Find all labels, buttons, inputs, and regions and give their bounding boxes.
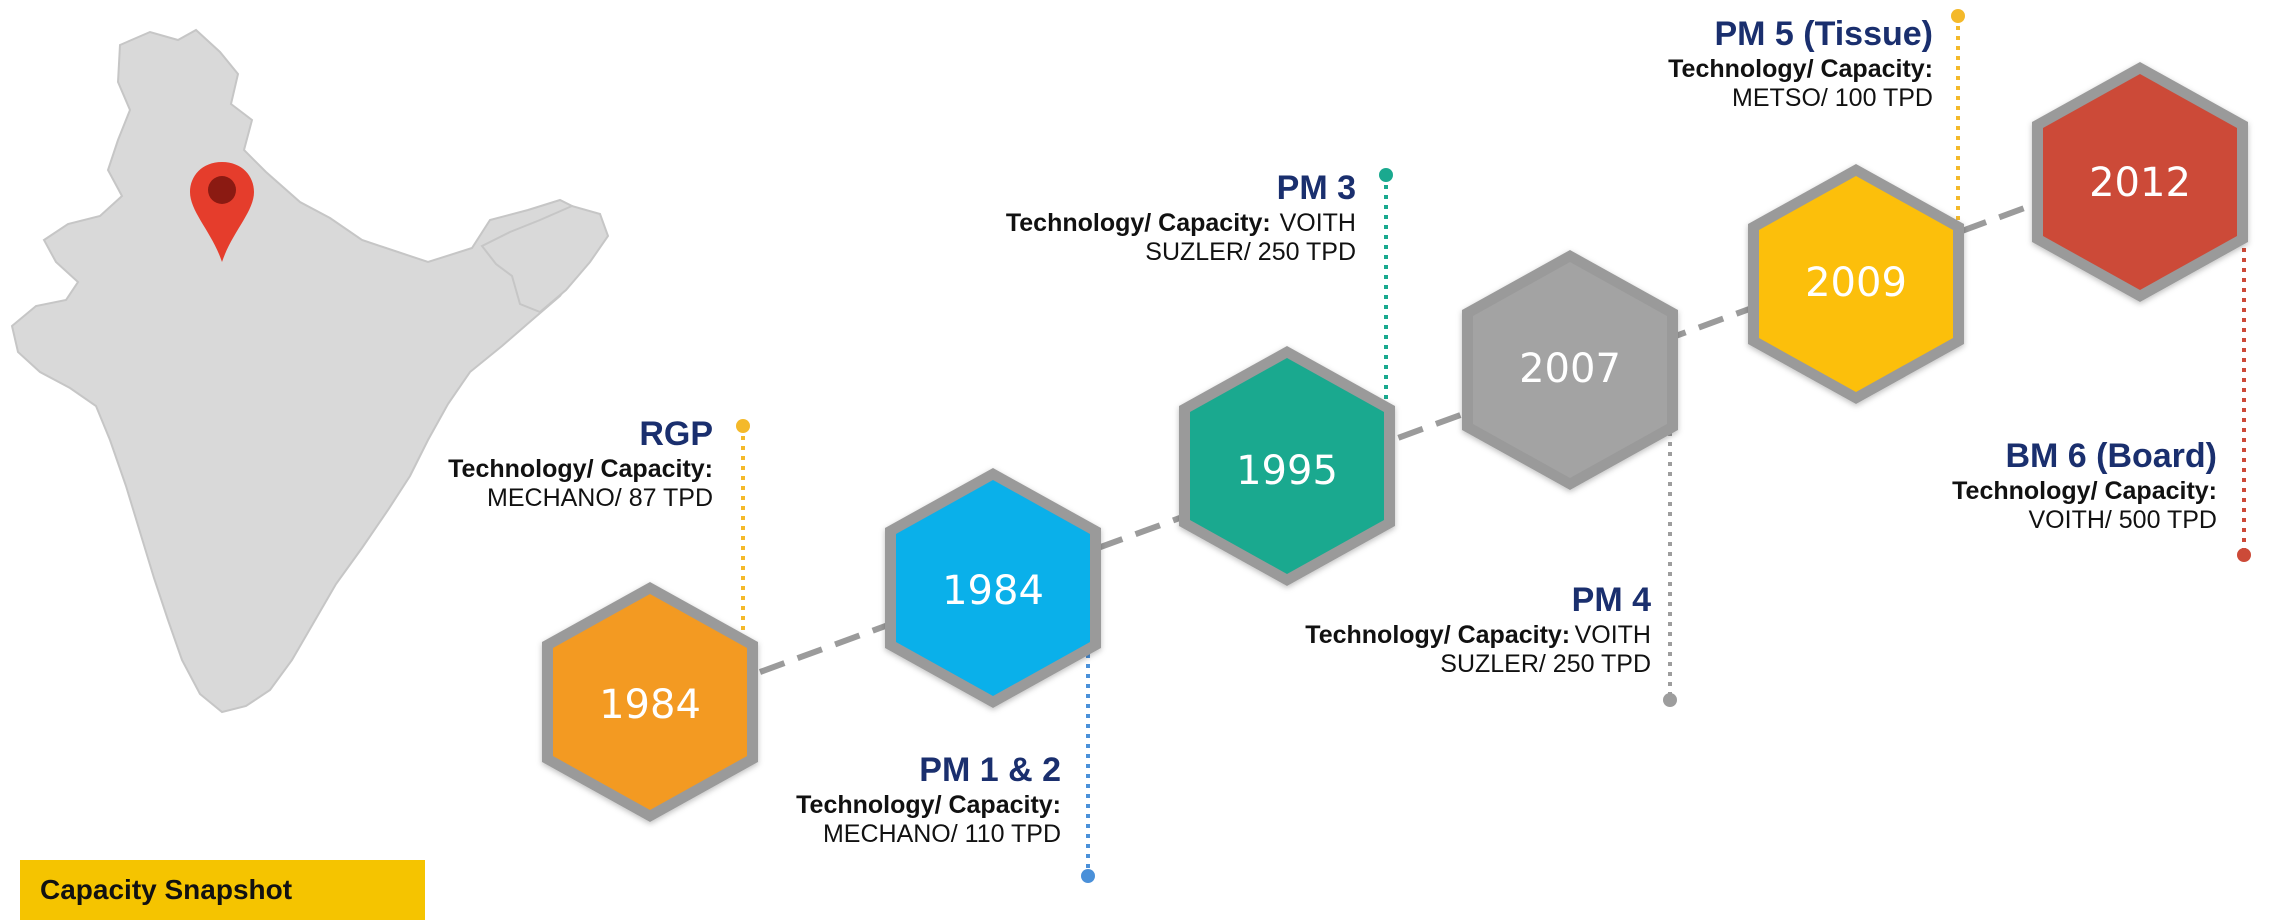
- callout-lines: [736, 9, 2251, 883]
- hexagon-year: 1984: [599, 682, 701, 728]
- india-map-shape: [10, 28, 606, 714]
- milestone-label-pm3: PM 3 Technology/ Capacity: VOITH SUZLER/…: [1006, 168, 1356, 268]
- milestone-title: RGP: [639, 415, 713, 453]
- hexagon-1995-pm3: 1995: [1179, 346, 1395, 586]
- hexagon-fill: [553, 594, 747, 810]
- callout-dot-rgp: [736, 419, 750, 433]
- capacity-snapshot-label: Capacity Snapshot: [40, 874, 293, 905]
- milestone-title: PM 3: [1276, 169, 1356, 207]
- timeline-diagram: 1984 1984 1995 2007 2009 2012: [10, 9, 2251, 883]
- milestone-tech-label: Technology/ Capacity:: [1668, 54, 1933, 83]
- callout-dot-pm4: [1663, 693, 1677, 707]
- hexagon-year: 2012: [2089, 160, 2191, 206]
- milestone-spec: MECHANO/ 87 TPD: [487, 484, 713, 513]
- milestone-spec-1: VOITH: [1574, 620, 1651, 649]
- hexagon-year: 1995: [1236, 448, 1338, 494]
- milestone-label-bm6: BM 6 (Board) Technology/ Capacity: VOITH…: [1952, 436, 2217, 536]
- hexagon-2007-pm4: 2007: [1462, 250, 1678, 490]
- hexagon-year: 2009: [1805, 260, 1907, 306]
- hexagon-2012-bm6: 2012: [2032, 62, 2248, 302]
- milestone-spec-1: VOITH: [1279, 208, 1356, 237]
- hexagon-fill: [2043, 74, 2237, 290]
- callout-dot-pm5: [1951, 9, 1965, 23]
- milestone-label-rgp: RGP Technology/ Capacity: MECHANO/ 87 TP…: [448, 414, 713, 514]
- india-northeast-shape: [480, 204, 610, 314]
- milestone-spec-2: SUZLER/ 250 TPD: [1145, 238, 1356, 267]
- hexagon-fill: [896, 480, 1090, 696]
- hexagon-fill: [1473, 262, 1667, 478]
- milestone-spec: VOITH/ 500 TPD: [2028, 506, 2218, 535]
- milestone-tech-label: Technology/ Capacity:: [1305, 620, 1571, 649]
- india-map: [10, 28, 610, 714]
- milestone-title: PM 4: [1571, 581, 1651, 619]
- hexagon-year: 1984: [942, 568, 1044, 614]
- location-pin-icon: [190, 162, 254, 262]
- hexagon-fill: [1759, 176, 1953, 392]
- hexagon-1984-pm12: 1984: [885, 468, 1101, 708]
- hexagon-2009-pm5: 2009: [1748, 164, 1964, 404]
- milestone-tech-label: Technology/ Capacity:: [796, 790, 1061, 819]
- milestone-spec-2: SUZLER/ 250 TPD: [1440, 650, 1651, 679]
- hexagon-year: 2007: [1519, 346, 1621, 392]
- milestone-label-pm12: PM 1 & 2 Technology/ Capacity: MECHANO/ …: [796, 750, 1061, 850]
- callout-dot-bm6: [2237, 548, 2251, 562]
- callout-dot-pm12: [1081, 869, 1095, 883]
- milestone-tech-label: Technology/ Capacity:: [1952, 476, 2217, 505]
- milestone-label-pm4: PM 4 Technology/ Capacity: VOITH SUZLER/…: [1305, 580, 1651, 680]
- milestone-tech-label: Technology/ Capacity:: [448, 454, 713, 483]
- milestone-spec: METSO/ 100 TPD: [1732, 84, 1933, 113]
- hexagon-1984-rgp: 1984: [542, 582, 758, 822]
- milestone-spec: MECHANO/ 110 TPD: [822, 820, 1061, 849]
- milestone-label-pm5: PM 5 (Tissue) Technology/ Capacity: METS…: [1668, 14, 1933, 114]
- milestone-title: PM 5 (Tissue): [1714, 15, 1933, 53]
- callout-dot-pm3: [1379, 168, 1393, 182]
- milestone-tech-label: Technology/ Capacity:: [1005, 208, 1271, 237]
- hexagon-fill: [1190, 358, 1384, 574]
- milestone-title: BM 6 (Board): [2005, 437, 2217, 475]
- milestone-title: PM 1 & 2: [919, 751, 1061, 789]
- capacity-snapshot-box: Capacity Snapshot: [20, 860, 425, 920]
